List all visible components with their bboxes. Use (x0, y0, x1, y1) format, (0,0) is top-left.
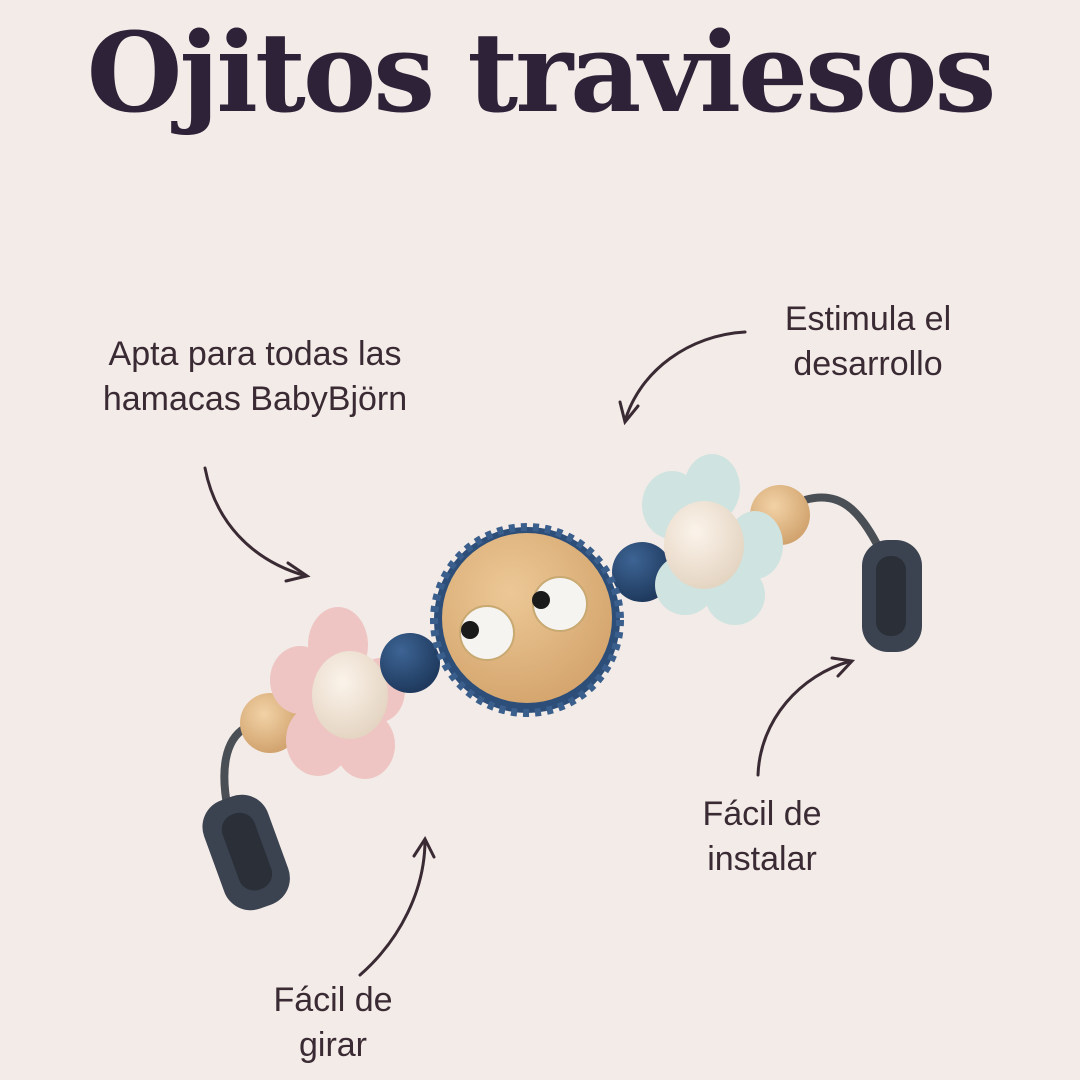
arrowhead-icon (412, 835, 436, 859)
page-title: Ojitos traviesos (86, 8, 997, 137)
feature-easy-rotate: Fácil de girar (233, 978, 433, 1068)
arrow-icon (203, 466, 308, 578)
feature-easy-install: Fácil de instalar (662, 792, 862, 882)
feature-fits-all-bouncers: Apta para todas las hamacas BabyBjörn (55, 332, 455, 422)
feature-line: instalar (707, 840, 817, 878)
pink-flower-center (312, 651, 388, 739)
arrow-icon (756, 659, 853, 777)
googly-eye-icon (532, 576, 588, 632)
feature-line: Fácil de (273, 981, 393, 1019)
right-clip (862, 540, 922, 652)
feature-line: girar (298, 1026, 368, 1064)
arrowhead-icon (284, 561, 311, 583)
arrow-icon (623, 330, 747, 423)
navy-bead (380, 633, 440, 693)
googly-eye-icon (459, 605, 515, 661)
mint-flower-center (664, 501, 744, 589)
arrowhead-icon (618, 400, 640, 426)
left-clip (202, 794, 290, 911)
feature-line: desarrollo (793, 345, 943, 383)
feature-line: Fácil de (702, 795, 822, 833)
feature-line: Apta para todas las (108, 335, 402, 373)
feature-stimulates-development: Estimula el desarrollo (718, 297, 1018, 387)
feature-line: Estimula el (784, 300, 952, 338)
arrow-icon (358, 838, 427, 977)
arrowhead-icon (830, 656, 856, 678)
arrows (203, 330, 856, 977)
feature-line: hamacas BabyBjörn (102, 380, 408, 418)
